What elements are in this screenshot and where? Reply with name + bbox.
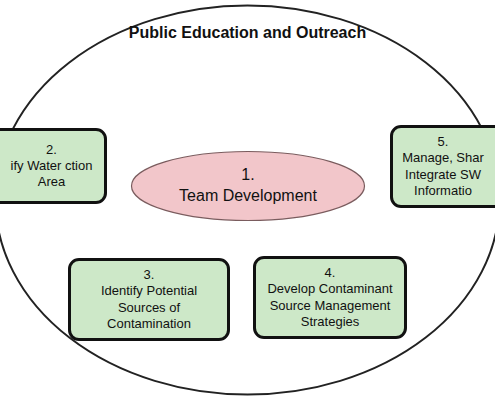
step-label: Identify Potential Sources of Contaminat… bbox=[79, 283, 219, 332]
step-number: 5. bbox=[438, 134, 449, 150]
diagram-title: Public Education and Outreach bbox=[0, 24, 495, 42]
step-box: 2.ify Water ction Area bbox=[0, 128, 107, 204]
step-label: Team Development bbox=[179, 186, 317, 207]
step-label: Develop Contaminant Source Management St… bbox=[264, 281, 396, 330]
step-number: 3. bbox=[144, 267, 155, 283]
step-label: Manage, Shar Integrate SW Informatio bbox=[401, 150, 485, 199]
step-box: 5.Manage, Shar Integrate SW Informatio bbox=[390, 125, 495, 208]
table-ellipse bbox=[130, 150, 366, 222]
step-box: 3.Identify Potential Sources of Contamin… bbox=[68, 258, 230, 341]
step-number: 2. bbox=[46, 142, 57, 158]
outreach-ellipse: Public Education and Outreach 1.Team Deve… bbox=[0, 4, 495, 396]
step-box: 4.Develop Contaminant Source Management … bbox=[253, 256, 407, 339]
team-table: 1.Team Development bbox=[130, 150, 366, 222]
step-label: ify Water ction Area bbox=[7, 158, 96, 191]
ellipse-outline bbox=[132, 152, 365, 221]
step-number: 4. bbox=[325, 265, 336, 281]
step-number: 1. bbox=[241, 165, 254, 186]
